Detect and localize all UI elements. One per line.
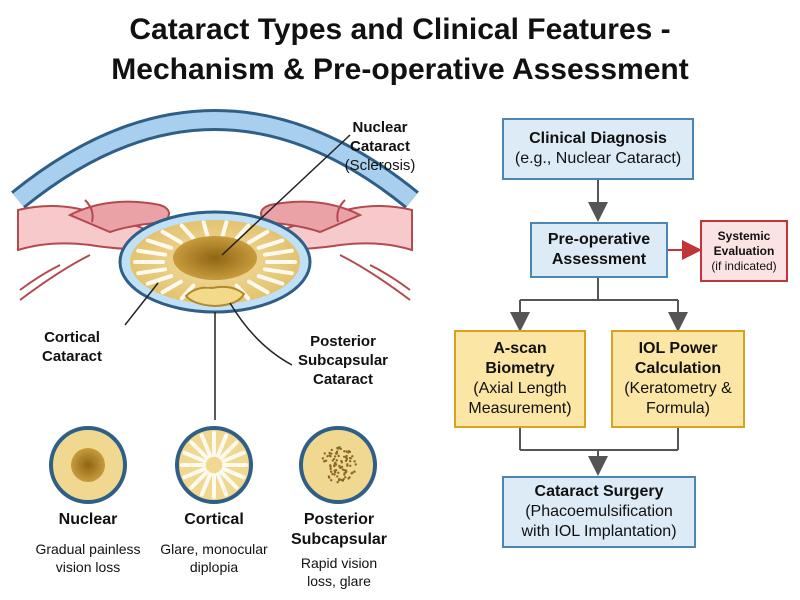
type-nuclear-caption: Nuclear Gradual painlessvision loss [20,510,156,576]
psc-dot [345,457,347,459]
label-cortical-cataract: CorticalCataract [22,328,122,366]
psc-dot [343,450,345,452]
nucleus-opacity [173,236,257,280]
psc-dot [345,450,347,452]
psc-dot [329,464,331,466]
psc-dot [325,460,327,462]
box-cataract-surgery: Cataract Surgery(Phacoemulsificationwith… [502,476,696,548]
psc-dot [334,455,336,457]
psc-dot [355,463,357,465]
psc-dot [336,475,338,477]
psc-dot [333,465,335,467]
psc-dot [351,455,353,457]
psc-dot [337,472,339,474]
psc-dot [342,479,344,481]
box-preoperative-assessment: Pre-operativeAssessment [530,222,668,278]
psc-dot [333,458,335,460]
psc-dot [341,461,343,463]
psc-dot [349,460,351,462]
psc-dot [324,452,326,454]
psc-dot [351,472,353,474]
psc-dot [334,462,336,464]
psc-dot [338,479,340,481]
psc-dot [331,473,333,475]
psc-dot [346,465,348,467]
type-cortical-caption: Cortical Glare, monoculardiplopia [148,510,280,576]
psc-dot [349,465,351,467]
psc-dot [328,452,330,454]
box-systemic-evaluation: SystemicEvaluation(if indicated) [700,220,788,282]
psc-dot [326,455,328,457]
psc-dot [345,455,347,457]
psc-dot [338,465,340,467]
type-nuclear-circle [51,428,125,502]
psc-dot [334,471,336,473]
psc-dot [331,449,333,451]
type-psc-circle [301,428,375,502]
box-clinical-diagnosis: Clinical Diagnosis(e.g., Nuclear Catarac… [502,118,694,180]
lens [120,212,310,312]
psc-dot [333,473,335,475]
psc-dot [353,460,355,462]
box-ascan-biometry: A-scanBiometry(Axial LengthMeasurement) [454,330,586,428]
psc-dot [337,455,339,457]
psc-dot [340,448,342,450]
psc-dot [329,455,331,457]
psc-dot [329,468,331,470]
psc-dot [350,457,352,459]
box-iol-power-calculation: IOL PowerCalculation(Keratometry &Formul… [611,330,745,428]
label-psc-cataract: PosteriorSubcapsularCataract [288,332,398,389]
psc-dot [344,476,346,478]
psc-dot [348,450,350,452]
type-psc-caption: PosteriorSubcapsular Rapid visionloss, g… [280,510,398,590]
psc-dot [345,471,347,473]
psc-dot [330,479,332,481]
psc-dot [328,475,330,477]
psc-dot [342,468,344,470]
label-nuclear-cataract: NuclearCataract(Sclerosis) [330,118,430,175]
type-cortical-circle [177,428,251,502]
psc-dot [336,450,338,452]
psc-dot [330,471,332,473]
psc-dot [336,459,338,461]
psc-dot [322,457,324,459]
psc-dot [336,481,338,483]
psc-dot [348,476,350,478]
psc-dot [338,447,340,449]
